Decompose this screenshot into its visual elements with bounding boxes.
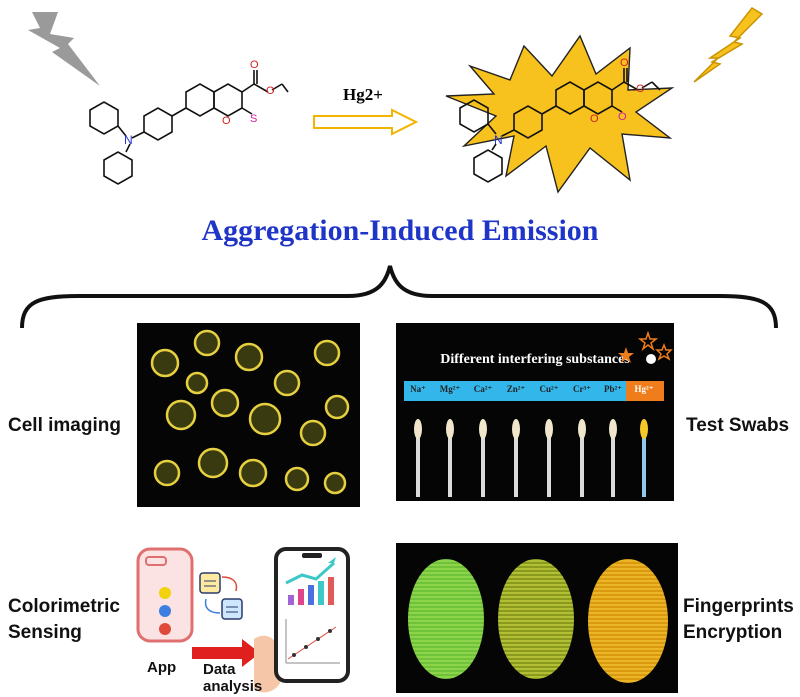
swab-tip-5: [578, 419, 586, 439]
svg-text:O: O: [620, 57, 629, 69]
colorimetric-label-line2: Sensing: [8, 622, 82, 643]
grey-lightning-icon: [28, 12, 100, 86]
colorimetric-sensing-illustration: [136, 547, 350, 693]
fingerprints-label-line1: Fingerprints: [683, 596, 794, 617]
fingerprint-orange: [588, 559, 668, 683]
swab-stick-1: [448, 427, 452, 497]
swab-tip-1: [446, 419, 454, 439]
data-label-line2: analysis: [203, 678, 263, 695]
swab-stick-4: [547, 427, 551, 497]
svg-text:N: N: [124, 133, 133, 147]
cell-7: [248, 402, 282, 436]
cell-13: [324, 394, 350, 420]
cell-9: [153, 459, 181, 487]
data-label-line1: Data: [203, 661, 236, 678]
molecule-aggregated-emission: N O O O O: [445, 34, 675, 194]
cell-10: [197, 447, 229, 479]
curly-brace: [20, 265, 778, 329]
cell-1: [193, 329, 221, 357]
fingerprint-olive: [498, 559, 574, 679]
cell-3: [273, 369, 301, 397]
svg-text:O: O: [250, 59, 259, 71]
cell-8: [299, 419, 327, 447]
ion-label-pb: Pb²⁺: [604, 384, 622, 394]
cell-2: [234, 342, 264, 372]
colorimetric-sensing-label: Colorimetric Sensing: [8, 594, 120, 646]
cell-imaging-micrograph: [137, 323, 360, 507]
ion-label-cr: Cr³⁺: [573, 384, 591, 394]
molecule-probe: N O O O S: [89, 59, 289, 185]
ion-label-hg: Hg²⁺: [634, 384, 654, 394]
cell-imaging-label: Cell imaging: [8, 415, 121, 436]
cell-4: [313, 339, 341, 367]
fingerprints-label-line2: Encryption: [683, 622, 783, 643]
svg-text:O: O: [590, 113, 599, 125]
cell-12: [284, 466, 310, 492]
svg-text:O: O: [636, 83, 645, 95]
cell-5: [165, 399, 197, 431]
fingerprint-green: [408, 559, 484, 679]
fingerprints-encryption-label: Fingerprints Encryption: [683, 594, 794, 646]
swab-tip-3: [512, 419, 520, 439]
svg-text:N: N: [494, 133, 503, 147]
swab-tip-2: [479, 419, 487, 439]
hg-highlight: [626, 381, 664, 401]
test-swab-panel: Different interfering substances Na⁺ Mg²…: [396, 323, 674, 501]
swab-tip-6: [609, 419, 617, 439]
svg-text:O: O: [618, 111, 627, 123]
swab-stick-0: [416, 427, 420, 497]
swab-panel-title: Different interfering substances: [440, 352, 630, 367]
ion-bar: [404, 381, 664, 401]
ion-label-na: Na⁺: [410, 384, 426, 394]
reaction-reagent-label: Hg2+: [343, 85, 383, 104]
cell-15: [323, 471, 347, 495]
data-analysis-label: Data analysis: [203, 661, 262, 695]
svg-text:S: S: [250, 113, 257, 125]
cell-6: [210, 388, 240, 418]
swab-stick-3: [514, 427, 518, 497]
swab-stick-7: [642, 427, 646, 497]
cell-11: [238, 458, 268, 488]
reaction-arrow-icon: [313, 108, 419, 136]
swab-tip-7: [640, 419, 648, 439]
cell-14: [185, 371, 209, 395]
swab-stick-6: [611, 427, 615, 497]
swab-stick-2: [481, 427, 485, 497]
swab-row: [414, 419, 648, 497]
fingerprint-panel: [396, 543, 678, 693]
test-swabs-label: Test Swabs: [686, 415, 790, 436]
swab-tip-0: [414, 419, 422, 439]
star-doodle-icon: [618, 330, 673, 364]
svg-text:O: O: [222, 115, 231, 127]
ion-label-mg: Mg²⁺: [439, 384, 461, 394]
ion-label-cu: Cu²⁺: [539, 384, 559, 394]
ion-label-zn: Zn²⁺: [506, 384, 526, 394]
ion-label-ca: Ca²⁺: [473, 384, 493, 394]
swab-tip-4: [545, 419, 553, 439]
aie-title: Aggregation-Induced Emission: [201, 214, 599, 247]
colorimetric-label-line1: Colorimetric: [8, 596, 120, 617]
cell-0: [150, 348, 180, 378]
yellow-lightning-icon: [693, 7, 764, 83]
app-label: App: [147, 659, 177, 676]
swab-stick-5: [580, 427, 584, 497]
svg-text:O: O: [266, 85, 275, 97]
